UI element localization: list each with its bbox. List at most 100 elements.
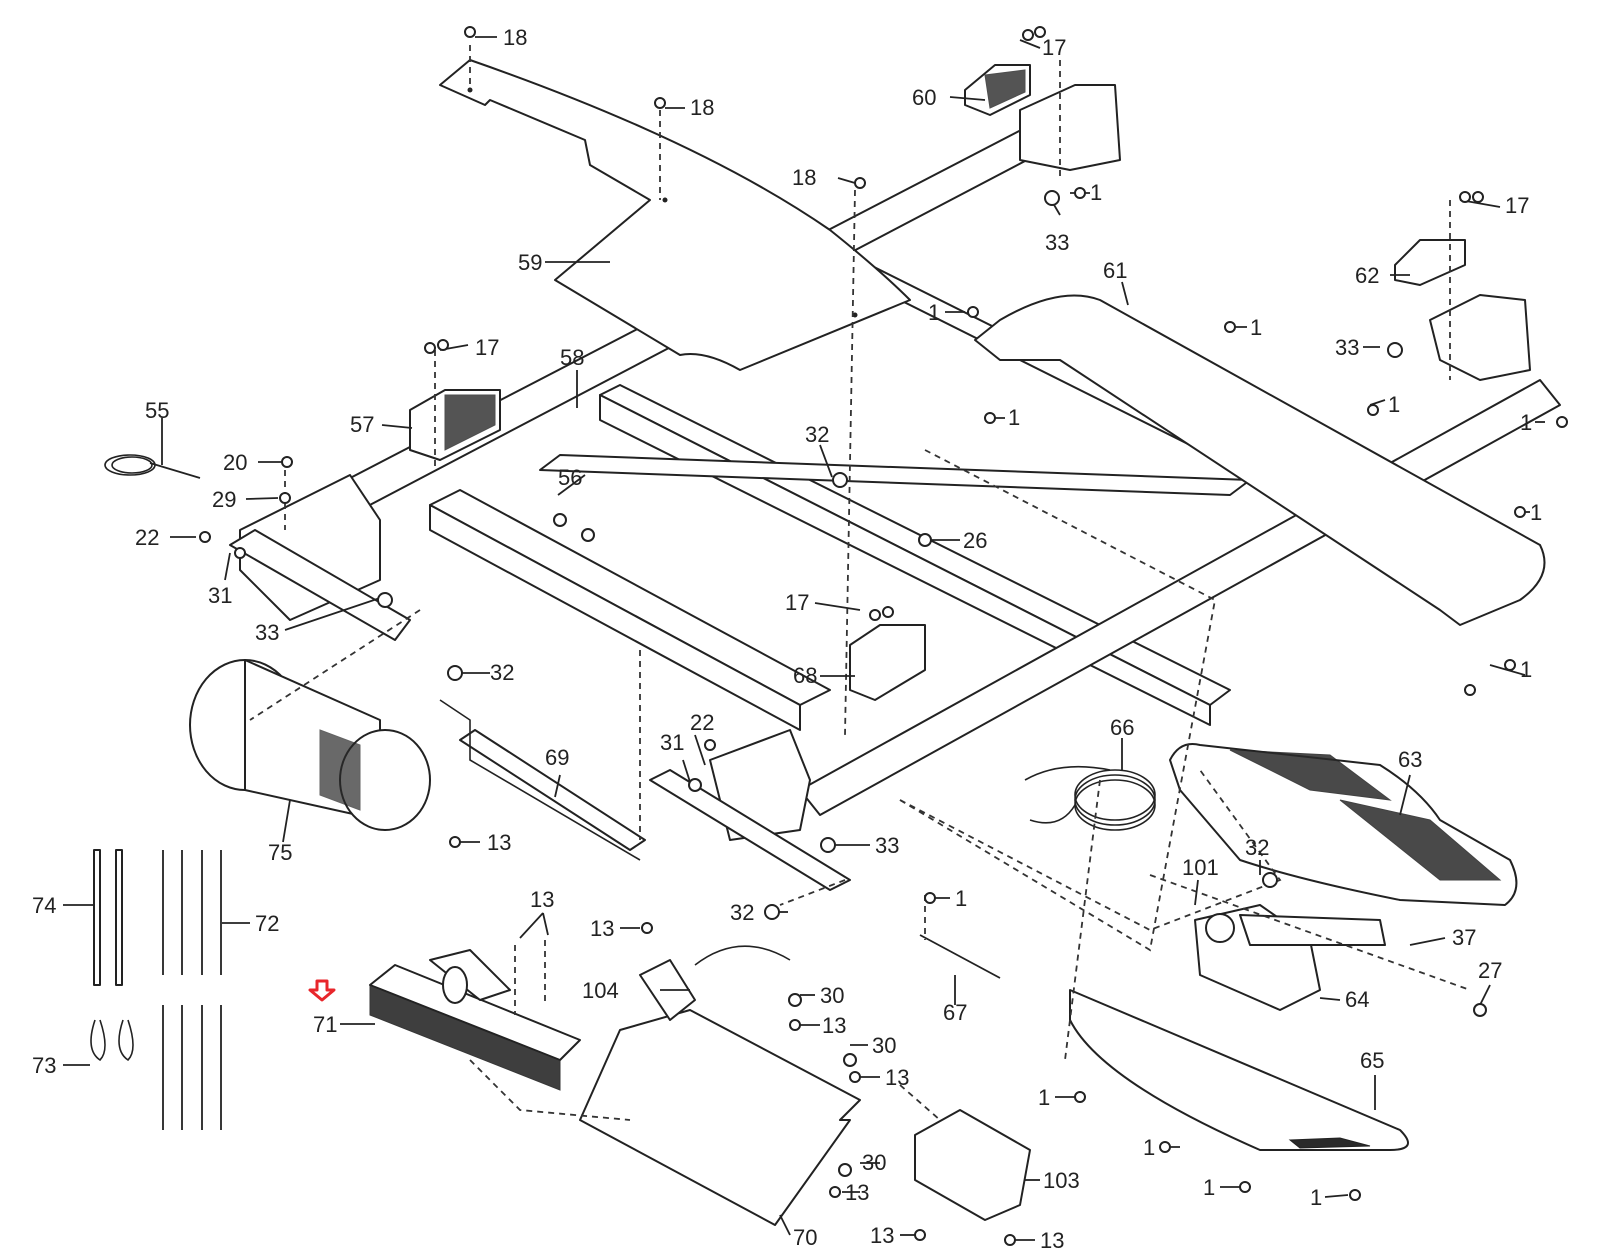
part-64-motor	[1194, 904, 1386, 1011]
part-66-wire	[1024, 765, 1156, 831]
callout-13: 13	[487, 830, 511, 855]
callout-1: 1	[1520, 410, 1532, 435]
callout-1: 1	[1038, 1085, 1050, 1110]
part-65-lower-hood	[1069, 989, 1409, 1151]
callout-62: 62	[1355, 263, 1379, 288]
callout-13: 13	[1040, 1228, 1064, 1250]
callout-27: 27	[1478, 958, 1502, 983]
callout-1: 1	[1203, 1175, 1215, 1200]
callout-17: 17	[1505, 193, 1529, 218]
callout-61: 61	[1103, 258, 1127, 283]
callout-59: 59	[518, 250, 542, 275]
callout-22: 22	[690, 710, 714, 735]
callout-32: 32	[730, 900, 754, 925]
part-75-roller	[189, 659, 431, 831]
callout-1: 1	[1008, 405, 1020, 430]
callout-71: 71	[313, 1012, 337, 1037]
callout-18: 18	[792, 165, 816, 190]
assembly-lines	[249, 45, 1471, 1121]
callout-58: 58	[560, 345, 584, 370]
callout-75: 75	[268, 840, 292, 865]
callout-18: 18	[690, 95, 714, 120]
part-71-controller	[369, 949, 581, 1091]
callout-31: 31	[208, 583, 232, 608]
callout-64: 64	[1345, 987, 1369, 1012]
callout-66: 66	[1110, 715, 1134, 740]
part-68-endcap	[849, 624, 926, 701]
callout-1: 1	[1250, 315, 1262, 340]
callout-30: 30	[862, 1150, 886, 1175]
callout-1: 1	[955, 886, 967, 911]
part-70-plate	[579, 1009, 861, 1226]
part-59-plate	[439, 59, 911, 371]
callout-56: 29	[212, 487, 236, 512]
callout-20: 20	[223, 450, 247, 475]
callout-29: 56	[558, 465, 582, 490]
part-60-endcap	[964, 64, 1031, 116]
callout-101: 101	[1182, 855, 1219, 880]
part-69-tube	[439, 699, 646, 861]
callout-1: 1	[1388, 392, 1400, 417]
callout-33: 33	[1045, 230, 1069, 255]
callout-1: 1	[1520, 657, 1532, 682]
callout-17: 17	[475, 335, 499, 360]
callout-33: 33	[1335, 335, 1359, 360]
callout-68: 68	[793, 663, 817, 688]
rear-bracket	[1019, 84, 1531, 381]
callout-55: 55	[145, 398, 169, 423]
callout-67: 67	[943, 1000, 967, 1025]
callout-1: 1	[1143, 1135, 1155, 1160]
callout-57: 57	[350, 412, 374, 437]
callout-17: 17	[785, 590, 809, 615]
part-61-cover	[974, 294, 1546, 626]
callout-104: 104	[582, 978, 619, 1003]
part-74-rods	[93, 849, 123, 986]
callout-13: 13	[885, 1065, 909, 1090]
part-103-box	[914, 1109, 1031, 1221]
callout-72: 72	[255, 911, 279, 936]
part-55-cable	[104, 454, 201, 479]
callout-30: 30	[820, 983, 844, 1008]
callout-30: 30	[872, 1033, 896, 1058]
callout-13: 13	[845, 1180, 869, 1205]
callout-70: 70	[793, 1225, 817, 1250]
left-bracket	[229, 474, 411, 641]
part-63-hood	[1169, 743, 1518, 906]
callout-1: 1	[1090, 180, 1102, 205]
part-104-filter	[639, 945, 791, 1021]
callout-labels: 18 18 18 17 60 1 33 17 62 59 61 1 1 33 1…	[32, 25, 1542, 1250]
callout-73: 73	[32, 1053, 56, 1078]
callout-leaders	[63, 36, 1545, 1241]
callout-22: 22	[135, 525, 159, 550]
callout-17: 17	[1042, 35, 1066, 60]
callout-63: 63	[1398, 747, 1422, 772]
callout-13: 13	[870, 1223, 894, 1248]
part-72-straps	[162, 850, 222, 1130]
callout-13: 13	[530, 887, 554, 912]
callout-31: 31	[660, 730, 684, 755]
front-bracket	[649, 729, 851, 891]
callout-37: 37	[1452, 925, 1476, 950]
callout-26: 26	[963, 528, 987, 553]
callout-32: 32	[1245, 835, 1269, 860]
callout-32: 32	[805, 422, 829, 447]
part-62-endcap	[1394, 239, 1466, 286]
callout-65: 65	[1360, 1048, 1384, 1073]
fasteners	[199, 26, 1568, 1246]
callout-60: 60	[912, 85, 936, 110]
callout-1: 1	[1310, 1185, 1322, 1210]
callout-1: 1	[1530, 500, 1542, 525]
callout-69: 69	[545, 745, 569, 770]
part-67-tie	[919, 934, 1001, 979]
callout-13: 13	[822, 1013, 846, 1038]
part-57-endcap	[409, 389, 501, 461]
callout-33: 33	[875, 833, 899, 858]
highlight-arrow-icon	[308, 979, 336, 1002]
callout-103: 103	[1043, 1168, 1080, 1193]
callout-1: 1	[928, 300, 940, 325]
callout-32: 32	[490, 660, 514, 685]
part-73-clips	[90, 1019, 134, 1062]
callout-13: 13	[590, 916, 614, 941]
callout-18: 18	[503, 25, 527, 50]
